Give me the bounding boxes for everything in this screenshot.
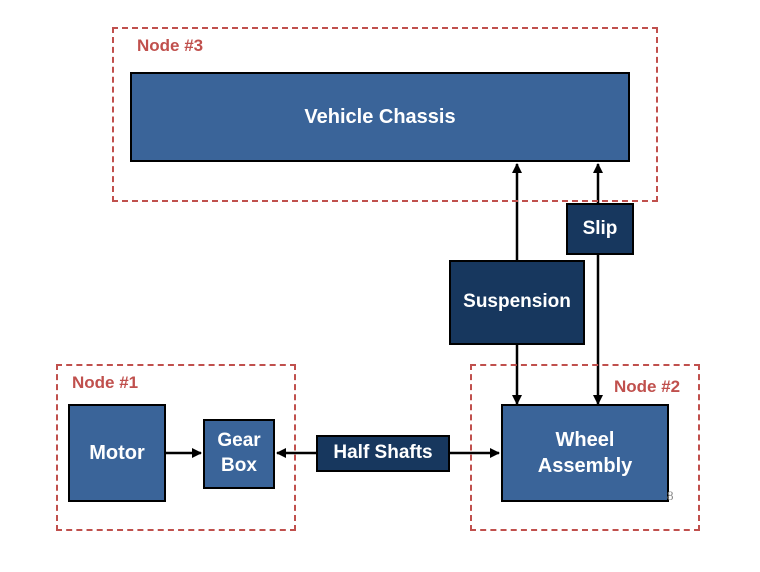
node-1-label: Node #1 (72, 373, 139, 392)
gear-box-label: Gear Box (217, 430, 261, 476)
page-number: 8 (667, 488, 674, 503)
motor-label: Motor (89, 442, 145, 464)
node-3-label: Node #3 (137, 36, 204, 55)
slip-label: Slip (582, 217, 618, 239)
node-2-boundary (470, 364, 700, 531)
wheel-assembly-block: Wheel Assembly (501, 404, 669, 502)
vehicle-chassis-block: Vehicle Chassis (130, 72, 630, 162)
node-3-boundary (112, 27, 658, 202)
suspension-label: Suspension (463, 291, 571, 313)
node-2-label: Node #2 (614, 377, 681, 396)
gear-box-block: Gear Box (203, 419, 275, 489)
motor-block: Motor (68, 404, 166, 502)
suspension-block: Suspension (449, 260, 585, 345)
half-shafts-label: Half Shafts (333, 442, 433, 464)
half-shafts-block: Half Shafts (316, 435, 450, 472)
slip-block: Slip (566, 203, 634, 255)
node-1-boundary (56, 364, 296, 531)
vehicle-chassis-label: Vehicle Chassis (304, 106, 456, 128)
wheel-assembly-label: Wheel Assembly (537, 429, 633, 477)
